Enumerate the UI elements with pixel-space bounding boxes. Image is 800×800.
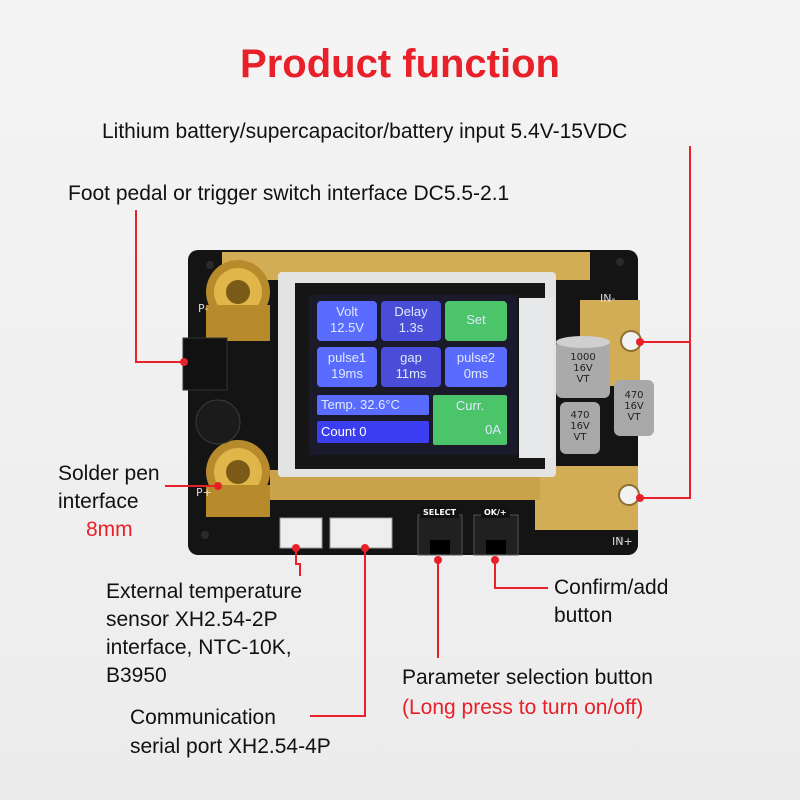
- callout-line-serial: [310, 548, 366, 717]
- callout-serial-line2: serial port XH2.54-4P: [130, 735, 331, 758]
- lcd-temp: Temp. 32.6°C: [321, 397, 400, 412]
- lcd-set-cell: Set: [445, 301, 507, 341]
- lcd-gap-value: 11ms: [395, 366, 427, 381]
- select-button-label: SELECT: [420, 507, 460, 518]
- ok-button[interactable]: [473, 514, 519, 556]
- cap3-value: 470: [624, 390, 644, 401]
- callout-line-in-minus: [640, 146, 691, 343]
- lcd-pulse2-cell: pulse2 0ms: [445, 347, 507, 387]
- callout-battery-input: Lithium battery/supercapacitor/battery i…: [102, 120, 628, 143]
- lcd-flex: [519, 298, 553, 458]
- lcd-gap-cell: gap 11ms: [381, 347, 441, 387]
- dc-jack: [182, 337, 228, 391]
- capacitor-470uf-a: [560, 402, 600, 454]
- select-button[interactable]: [417, 514, 463, 556]
- serial-port-connector: [329, 517, 393, 549]
- capacitor-1000uf: [556, 336, 610, 398]
- cap3-voltage: 16V: [624, 401, 644, 412]
- callout-solder-pen-line1: Solder pen: [58, 462, 160, 485]
- lcd-pulse1-cell: pulse1 19ms: [317, 347, 377, 387]
- lcd-current-label: Curr.: [455, 398, 485, 413]
- lcd-temp-cell: Temp. 32.6°C: [317, 395, 429, 415]
- lcd-current-cell: Curr. 0A: [433, 395, 507, 445]
- lcd-current-value: 0A: [485, 422, 501, 437]
- callout-line-foot-pedal: [135, 210, 184, 363]
- lcd-delay-cell: Delay 1.3s: [381, 301, 441, 341]
- page-title: Product function: [240, 42, 560, 86]
- lcd-volt-label: Volt: [336, 304, 358, 319]
- callout-line-confirm: [494, 560, 548, 589]
- callout-serial-line1: Communication: [130, 706, 276, 729]
- callout-temp-sensor-line3: interface, NTC-10K,: [106, 636, 292, 659]
- lcd-count-cell: Count 0: [317, 421, 429, 443]
- callout-temp-sensor-line1: External temperature: [106, 580, 303, 603]
- callout-line-temp-sensor: [295, 548, 301, 576]
- callout-solder-pen-line2: interface: [58, 490, 139, 513]
- callout-temp-sensor-line4: B3950: [106, 664, 167, 687]
- lcd-pulse2-value: 0ms: [463, 366, 489, 381]
- buzzer: [195, 399, 241, 445]
- cap1-value: 1000: [570, 352, 596, 363]
- cap1-brand: VT: [576, 374, 590, 385]
- lcd-volt-cell: Volt 12.5V: [317, 301, 377, 341]
- lcd-pulse2-label: pulse2: [456, 350, 496, 365]
- solder-pen-socket-top: [206, 260, 270, 341]
- pcb-vias: [201, 258, 624, 544]
- cap2-value: 470: [570, 410, 590, 421]
- callout-param-select-note: (Long press to turn on/off): [402, 696, 644, 719]
- capacitor-470uf-b: [614, 380, 654, 436]
- p-plus-label: P+: [196, 486, 212, 499]
- callout-confirm-line2: button: [554, 604, 613, 627]
- ok-button-label: OK/+: [481, 507, 510, 518]
- temp-sensor-connector: [279, 517, 323, 549]
- in-minus-label: IN-: [600, 292, 616, 305]
- callout-solder-pen-size: 8mm: [86, 518, 133, 541]
- lcd-count: Count 0: [321, 424, 367, 439]
- callout-line-in-plus: [640, 342, 691, 499]
- in-plus-label: IN+: [612, 535, 633, 548]
- callout-dots: [180, 338, 644, 564]
- cap2-brand: VT: [573, 432, 587, 443]
- callout-temp-sensor-line2: sensor XH2.54-2P: [106, 608, 278, 631]
- lcd-volt-value: 12.5V: [330, 320, 364, 335]
- capacitor-470uf-b-label: 470 16V VT: [616, 390, 652, 423]
- lcd-delay-value: 1.3s: [398, 320, 424, 335]
- callout-param-select: Parameter selection button: [402, 666, 653, 689]
- solder-pen-socket-bottom: [206, 440, 270, 517]
- callout-lines: [135, 146, 691, 717]
- p-minus-label: P-: [198, 302, 209, 315]
- lcd-delay-label: Delay: [394, 304, 428, 319]
- lcd-screen: Volt 12.5V Delay 1.3s Set pulse1 19ms ga…: [309, 295, 517, 455]
- lcd-gap-label: gap: [400, 350, 422, 365]
- capacitor-1000uf-label: 1000 16V VT: [558, 352, 608, 385]
- lcd-set-label: Set: [466, 312, 486, 327]
- cap3-brand: VT: [627, 412, 641, 423]
- cap1-voltage: 16V: [573, 363, 593, 374]
- lcd-pulse1-value: 19ms: [331, 366, 363, 381]
- in-plus-hole: [618, 484, 640, 506]
- callout-confirm-line1: Confirm/add: [554, 576, 669, 599]
- capacitor-470uf-a-label: 470 16V VT: [562, 410, 598, 443]
- callout-foot-pedal: Foot pedal or trigger switch interface D…: [68, 182, 510, 205]
- cap2-voltage: 16V: [570, 421, 590, 432]
- lcd-pulse1-label: pulse1: [327, 350, 367, 365]
